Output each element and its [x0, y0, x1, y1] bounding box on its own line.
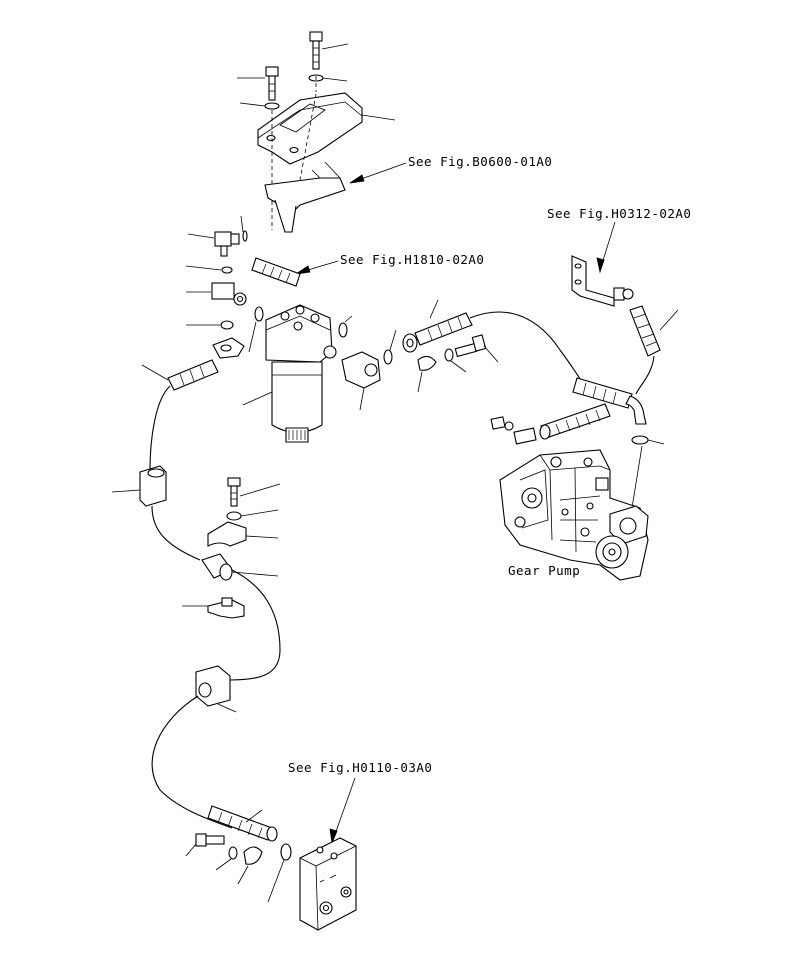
hose-clamp-1: [111, 465, 201, 561]
pressure-switch-2: [186, 282, 247, 306]
clamp-bolt: [227, 477, 281, 507]
ref-arrow-h1810: [295, 260, 339, 275]
bottom-flange-half: [237, 846, 263, 885]
o-ring-filter: [248, 306, 264, 353]
pump-pipe: [539, 403, 611, 440]
bottom-bolt: [185, 833, 225, 857]
o-ring-small-1: [185, 265, 233, 274]
mounting-bracket: [257, 76, 396, 230]
ref-arrow-h0312: [596, 221, 616, 274]
gear-pump: [499, 449, 649, 581]
ref-label-b0600[interactable]: See Fig.B0600-01A0: [408, 154, 552, 169]
ref-label-h1810[interactable]: See Fig.H1810-02A0: [340, 252, 484, 267]
bolt-right: [454, 334, 499, 363]
hose-bracket-to-pump: [629, 305, 679, 395]
clamp-plate: [207, 521, 279, 547]
o-ring-right-2: [383, 329, 397, 365]
top-bolt-right: [309, 31, 349, 70]
rubber-cushion: [201, 553, 281, 681]
lower-bracket: [264, 161, 346, 233]
ref-label-h0312[interactable]: See Fig.H0312-02A0: [547, 206, 691, 221]
pump-nipple: [513, 427, 537, 445]
filter-assembly: [242, 304, 337, 443]
washer-right: [444, 348, 467, 373]
clamp-washer: [226, 509, 279, 521]
o-ring-small-2: [186, 320, 234, 330]
o-ring-right-filter: [338, 315, 353, 338]
top-washer-left: [239, 102, 280, 110]
pump-small-fitting: [490, 416, 514, 431]
control-valve-block: [299, 837, 357, 931]
gear-pump-label: Gear Pump: [508, 563, 580, 578]
top-bolt-left: [237, 66, 279, 101]
bottom-o-ring: [267, 843, 292, 903]
top-washer-right: [308, 74, 348, 82]
hose-filter-down: [141, 359, 219, 471]
ref-label-h0110[interactable]: See Fig.H0110-03A0: [288, 760, 432, 775]
bottom-washer: [215, 846, 238, 871]
hose-bottom: [207, 805, 278, 842]
right-bracket: [571, 255, 634, 307]
hose-clamp-2: [151, 665, 237, 829]
ref-arrow-b0600: [349, 162, 407, 184]
flange-half: [417, 355, 437, 393]
hose-filter-to-pump: [414, 299, 647, 425]
o-ring-pump: [631, 435, 665, 509]
hose-end-flange: [212, 337, 245, 359]
filter-pipe: [251, 257, 301, 287]
elbow-connector: [341, 351, 381, 411]
split-flange: [402, 333, 418, 353]
clamp-base: [182, 597, 245, 619]
pressure-switch-1: [187, 215, 248, 257]
ref-arrow-h0110: [329, 777, 356, 845]
